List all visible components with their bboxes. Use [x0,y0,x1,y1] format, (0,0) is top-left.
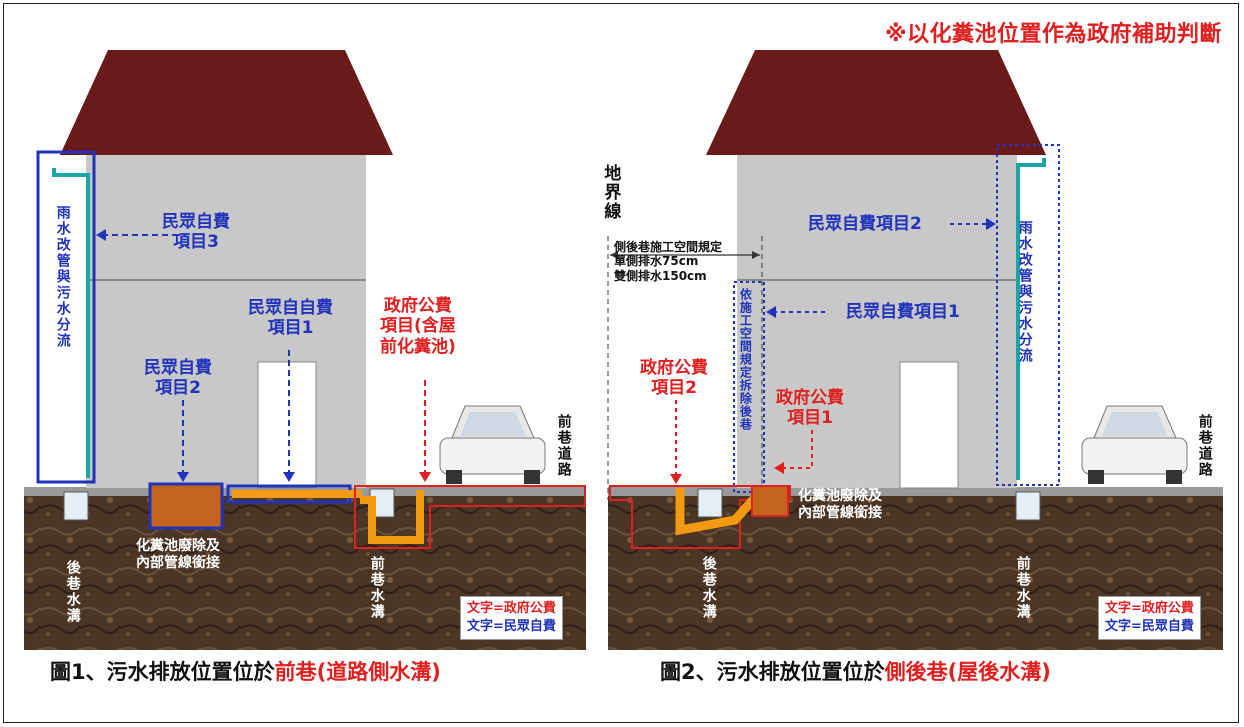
fig1-rain-pipe-label: 雨水改管與污水分流 [54,205,71,349]
back-ditch-2 [697,488,723,518]
fig1-gov-line1: 政府公費 [383,296,452,316]
fig2-rule: 側後巷施工空間規定 單側排水75cm 雙側排水150cm [614,240,722,283]
gov-area-box [354,485,586,549]
demolish-box [733,281,765,493]
fig2-front-ditch: 前巷水溝 [1014,556,1031,620]
fig2-rule-line2: 單側排水75cm [614,254,699,269]
fig2-self-item2: 民眾自費項目2 [808,214,922,234]
fig2-front-road: 前巷道路 [1196,414,1213,478]
fig1-self-item3-line1: 民眾自費 [162,212,230,232]
fig1-gov-line3: 前化糞池) [380,336,456,357]
fig2-caption-highlight: 側後巷(屋後水溝) [884,660,1051,684]
fig1-gov-item: 政府公費 項目(含屋 前化糞池) [380,296,456,357]
back-pipe [675,488,764,536]
car-icon-2 [1081,405,1188,484]
fig1-gov-line2: 項目(含屋 [380,316,456,337]
fig1-self-item2-line2: 項目2 [155,378,201,399]
fig1-back-ditch: 後巷水溝 [64,560,81,624]
fig2-back-ditch: 後巷水溝 [700,556,717,620]
gov-area-box-2 [609,485,791,549]
fig2-septic-line2: 內部管線銜接 [798,504,882,521]
septic-tank-2 [751,485,789,517]
fig2-rain-pipe-label: 雨水改管與污水分流 [1016,220,1033,364]
fig1-self-item1-line2: 項目1 [267,318,314,339]
fig2-gov-item2: 政府公費 項目2 [640,358,708,399]
fig1-caption-highlight: 前巷(道路側水溝) [274,660,441,684]
subsidy-note: ※以化糞池位置作為政府補助判斷 [885,22,1222,47]
back-ditch-shape [63,491,89,521]
house-pipe [232,490,362,498]
fig2-caption: 圖2、污水排放位置位於側後巷(屋後水溝) [660,656,1051,686]
house-door-2 [899,361,959,489]
house-wall [86,155,366,488]
fig1-legend-self: 文字=民眾自費 [467,619,556,634]
fig2-caption-prefix: 圖2、污水排放位置位於 [660,660,885,684]
fig2-gov-item2-line2: 項目2 [651,378,697,399]
rain-pipe-box [36,150,96,484]
fig1-septic-line2: 內部管線銜接 [136,554,220,571]
fig1-caption-prefix: 圖1、污水排放位置位於 [50,660,275,684]
fig1-septic-label: 化糞池廢除及 內部管線銜接 [136,538,220,572]
fig2-septic-line1: 化糞池廢除及 [798,488,882,504]
house-roof [60,50,393,155]
fig2-legend-self: 文字=民眾自費 [1105,619,1194,634]
fig1-self-item2-line1: 民眾自費 [144,358,212,378]
fig2-rule-line3: 雙側排水150cm [614,268,707,283]
front-ditch-2 [1015,491,1041,521]
fig1-self-item3-line2: 項目3 [173,232,219,253]
car-icon [439,405,546,484]
rain-pipe [52,168,90,478]
fig1-front-ditch: 前巷水溝 [368,556,385,620]
fig1-front-road: 前巷道路 [555,414,572,478]
house-wall-2 [737,155,1017,488]
fig2-gov-item1: 政府公費 項目1 [776,388,844,429]
fig1-self-item1: 民眾自自費 項目1 [248,298,333,339]
fig2-legend: 文字=政府公費 文字=民眾自費 [1098,596,1201,640]
fig1-legend-gov: 文字=政府公費 [467,601,556,616]
fig1-septic-line1: 化糞池廢除及 [136,538,220,554]
fig1-self-item2: 民眾自費 項目2 [144,358,212,399]
house-roof-2 [706,50,1046,155]
septic-tank [148,482,224,530]
rain-pipe-box-2 [996,144,1060,486]
fig2-gov-item2-line1: 政府公費 [640,358,708,378]
fig2-gov-item1-line1: 政府公費 [776,388,844,408]
fig1-legend: 文字=政府公費 文字=民眾自費 [460,596,563,640]
figure-1 [24,50,586,650]
fig2-gov-item1-line2: 項目1 [787,408,833,429]
fig2-rule-line1: 側後巷施工空間規定 [614,240,723,254]
fig2-legend-gov: 文字=政府公費 [1105,601,1194,616]
fig2-septic-label: 化糞池廢除及 內部管線銜接 [798,488,882,522]
fig1-self-item1-line1: 民眾自自費 [248,298,333,318]
fig2-boundary: 地界線 [600,164,621,221]
house-door [257,361,317,489]
fig1-self-item3: 民眾自費 項目3 [162,212,230,253]
fig1-caption: 圖1、污水排放位置位於前巷(道路側水溝) [50,656,441,686]
fig2-self-item1: 民眾自費項目1 [846,302,960,322]
fig2-demolish: 依施工空間規定拆除後巷 [738,288,753,431]
front-pipe [360,490,424,544]
